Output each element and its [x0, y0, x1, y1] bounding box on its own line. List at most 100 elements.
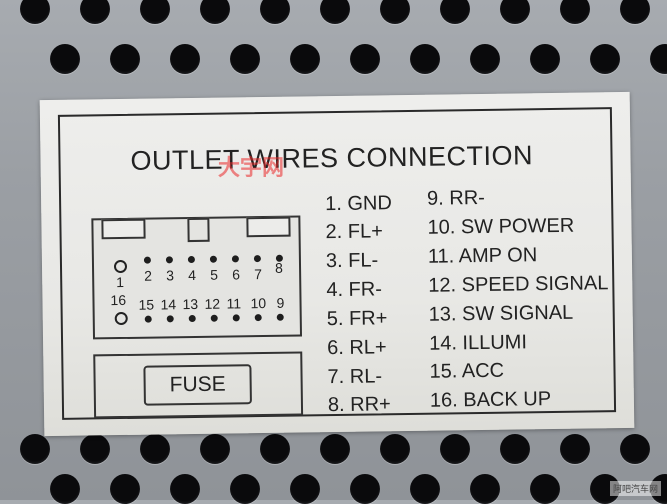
wire-item-9: 9. RR-: [426, 186, 486, 210]
perforation-hole: [410, 44, 440, 74]
pin-number-14: 14: [160, 296, 177, 313]
pin-number-8: 8: [274, 259, 283, 276]
corner-logo: 阿吧汽车网: [609, 481, 661, 496]
perforation-hole: [50, 474, 80, 504]
perforation-hole: [560, 0, 590, 24]
perforation-hole: [20, 0, 50, 24]
wire-item-14: 14. ILLUMI: [428, 331, 528, 355]
perforation-hole: [110, 474, 140, 504]
pin-3: [165, 256, 173, 264]
perforation-hole: [290, 44, 320, 74]
perforation-hole: [320, 0, 350, 24]
perforation-hole: [440, 0, 470, 24]
pin-15: [144, 315, 152, 323]
pin-number-12: 12: [204, 295, 221, 312]
perforation-hole: [320, 434, 350, 464]
pin-9: [276, 313, 284, 321]
perforation-hole: [530, 44, 560, 74]
pin-number-5: 5: [210, 266, 219, 283]
perforation-hole: [560, 434, 590, 464]
perforation-hole: [170, 44, 200, 74]
wire-item-15: 15. ACC: [429, 359, 505, 383]
pin-number-7: 7: [254, 266, 263, 283]
perforation-hole: [440, 434, 470, 464]
pin-7: [253, 255, 261, 263]
perforation-hole: [230, 44, 260, 74]
perforation-hole: [20, 434, 50, 464]
perforation-hole: [110, 44, 140, 74]
fuse-housing: FUSE: [93, 351, 304, 419]
pin-number-16: 16: [110, 291, 127, 309]
perforation-hole: [260, 0, 290, 24]
pin-12: [210, 314, 218, 322]
wire-item-16: 16. BACK UP: [429, 388, 552, 412]
perforation-hole: [650, 44, 667, 74]
perforation-hole: [620, 0, 650, 24]
perforation-hole: [350, 474, 380, 504]
perforation-hole: [620, 434, 650, 464]
perforation-hole: [80, 0, 110, 24]
wire-item-7: 7. RL-: [327, 365, 383, 389]
wire-item-10: 10. SW POWER: [427, 214, 575, 239]
pin-10: [254, 314, 262, 322]
connector-tab-left: [101, 218, 146, 240]
pin-number-9: 9: [276, 294, 285, 311]
pin-11: [232, 314, 240, 322]
perforation-hole: [470, 44, 500, 74]
perforation-hole: [140, 434, 170, 464]
pin-number-4: 4: [188, 266, 197, 284]
pin-16: [114, 311, 128, 326]
perforation-hole: [200, 0, 230, 24]
wire-item-4: 4. FR-: [326, 278, 383, 302]
wiring-label: OUTLET WIRES CONNECTION 1 2 3 4 5 6 7 8 …: [39, 91, 635, 437]
pin-number-1: 1: [116, 273, 125, 291]
perforation-hole: [500, 0, 530, 24]
perforation-hole: [170, 474, 200, 504]
pin-4: [187, 255, 195, 264]
wire-item-3: 3. FL-: [325, 249, 379, 273]
pin-14: [166, 315, 174, 323]
pin-number-15: 15: [138, 296, 155, 313]
pin-1: [113, 259, 128, 274]
pin-number-6: 6: [232, 266, 241, 283]
pin-number-13: 13: [182, 295, 199, 313]
wire-item-11: 11. AMP ON: [427, 244, 538, 268]
perforation-hole: [530, 474, 560, 504]
connector-tab-right: [246, 216, 291, 238]
pin-13: [188, 314, 196, 323]
perforation-hole: [140, 0, 170, 24]
pin-2: [143, 256, 151, 264]
perforation-hole: [260, 434, 290, 464]
perforation-hole: [470, 474, 500, 504]
wire-item-6: 6. RL+: [327, 336, 387, 360]
perforation-hole: [50, 44, 80, 74]
perforation-hole: [380, 434, 410, 464]
pin-number-2: 2: [144, 267, 153, 284]
wire-item-5: 5. FR+: [326, 307, 388, 331]
perforation-hole: [200, 434, 230, 464]
perforation-hole: [350, 44, 380, 74]
perforation-hole: [230, 474, 260, 504]
wire-item-8: 8. RR+: [327, 393, 391, 417]
label-frame: OUTLET WIRES CONNECTION 1 2 3 4 5 6 7 8 …: [57, 107, 617, 420]
perforation-hole: [590, 44, 620, 74]
fuse-label: FUSE: [143, 364, 252, 406]
wire-item-2: 2. FL+: [325, 220, 383, 244]
perforation-hole: [380, 0, 410, 24]
pin-number-11: 11: [226, 295, 242, 312]
watermark: 大宇网: [218, 155, 285, 180]
label-title: OUTLET WIRES CONNECTION: [130, 140, 534, 176]
perforation-hole: [80, 434, 110, 464]
pin-number-10: 10: [250, 294, 267, 312]
wire-item-12: 12. SPEED SIGNAL: [428, 272, 609, 297]
wire-item-1: 1. GND: [325, 192, 392, 216]
perforation-hole: [500, 434, 530, 464]
perforation-hole: [410, 474, 440, 504]
perforation-hole: [290, 474, 320, 504]
connector-diagram: 1 2 3 4 5 6 7 8 16 15 14 13 12 11 10 9: [91, 215, 303, 340]
pin-5: [209, 255, 217, 263]
pin-number-3: 3: [166, 267, 175, 284]
connector-notch: [187, 217, 210, 243]
wire-item-13: 13. SW SIGNAL: [428, 301, 574, 326]
pin-6: [231, 255, 239, 263]
